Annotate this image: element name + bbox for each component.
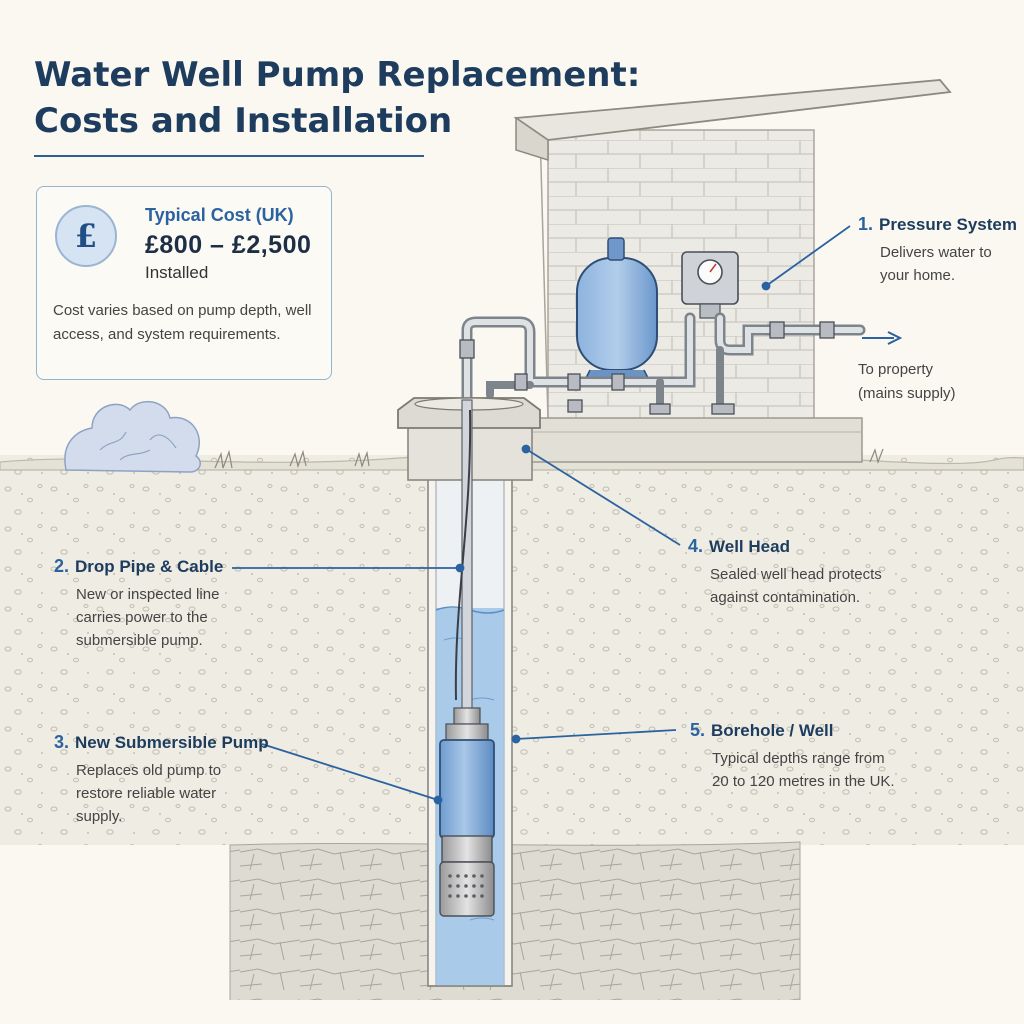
callout-submersible-pump: 3. New Submersible Pump Replaces old pump…: [54, 732, 269, 828]
callout-number: 2.: [54, 556, 70, 576]
cost-note: Cost varies based on pump depth, well ac…: [53, 302, 312, 343]
callout-title: Borehole / Well: [711, 721, 834, 740]
pipework: [461, 312, 866, 414]
pressure-tank: [576, 237, 658, 383]
callout-number: 4.: [688, 536, 704, 556]
callout-description: Replaces old pump to restore reliable wa…: [76, 762, 222, 825]
callout-number: 1.: [858, 214, 874, 234]
callout-borehole: 5. Borehole / Well Typical depths range f…: [690, 720, 900, 793]
callout-drop-pipe: 2. Drop Pipe & Cable New or inspected lin…: [54, 556, 234, 652]
cost-range: £800 – £2,500: [145, 231, 312, 259]
title-line-2: Costs and Installation: [34, 101, 453, 141]
pipe-fittings: [459, 321, 835, 415]
cost-label: Typical Cost (UK): [145, 205, 294, 225]
callout-title: Well Head: [709, 537, 790, 556]
callout-number: 5.: [690, 720, 706, 740]
callout-title: New Submersible Pump: [75, 733, 269, 752]
callout-pressure-system: 1. Pressure System Delivers water to your…: [858, 214, 1018, 287]
submersible-pump: [439, 707, 495, 917]
leader-lines: [232, 225, 851, 805]
title-underline: [34, 155, 424, 157]
property-label: To property (mains supply): [858, 361, 956, 402]
callout-number: 3.: [54, 732, 70, 752]
page-title: Water Well Pump Replacement: Costs and I…: [34, 52, 640, 144]
callout-description: New or inspected line carries power to t…: [76, 586, 220, 649]
title-line-1: Water Well Pump Replacement:: [34, 55, 641, 95]
building-wall: [513, 79, 952, 463]
callout-description: Sealed well head protects against contam…: [710, 566, 882, 606]
callout-title: Pressure System: [879, 215, 1017, 234]
outlet-arrow-icon: [862, 331, 903, 345]
pressure-switch: [681, 251, 739, 319]
pound-icon: £: [55, 205, 117, 267]
cost-card: £ Typical Cost (UK) £800 – £2,500 Instal…: [36, 186, 332, 380]
callout-description: Delivers water to your home.: [880, 244, 992, 284]
callout-well-head: 4. Well Head Sealed well head protects ag…: [688, 536, 888, 609]
callout-title: Drop Pipe & Cable: [75, 557, 224, 576]
cost-installed-label: Installed: [145, 263, 209, 282]
callout-description: Typical depths range from 20 to 120 metr…: [712, 750, 895, 790]
shrub-icon: [64, 400, 201, 473]
